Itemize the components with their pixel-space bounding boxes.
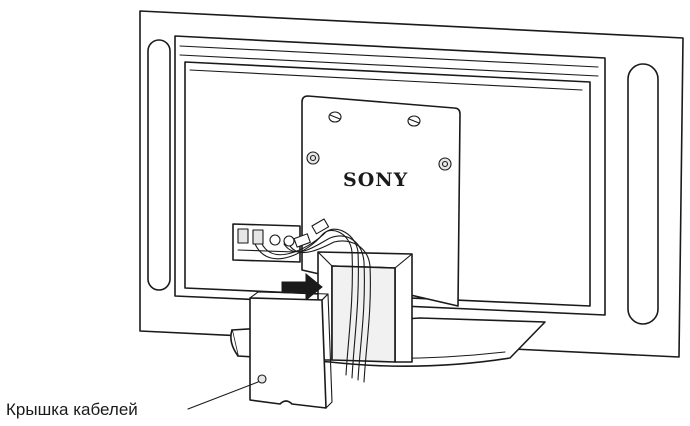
tv-stand-neck <box>317 251 413 363</box>
brand-label: SONY <box>343 169 408 191</box>
connector-panel <box>232 223 301 263</box>
cable-bundle <box>254 218 371 383</box>
cable-cover <box>249 291 333 409</box>
callout: Крышка кабелей <box>6 381 259 419</box>
cable-cover-label: Крышка кабелей <box>6 400 138 419</box>
